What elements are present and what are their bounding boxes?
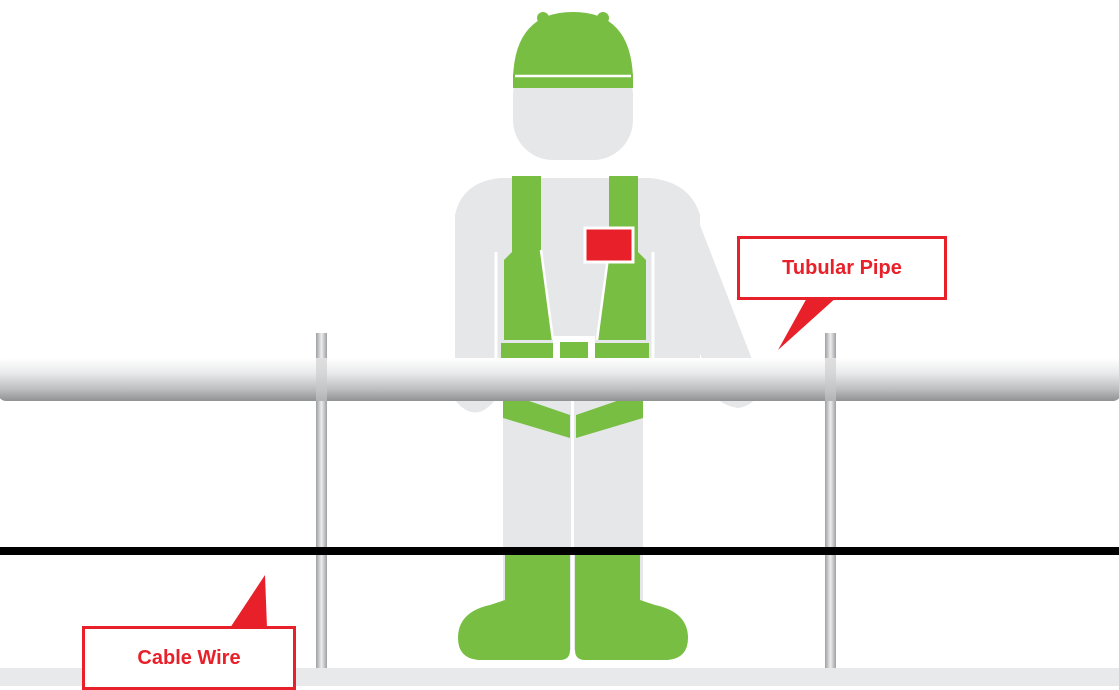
hard-hat-icon (513, 12, 633, 88)
harness-right-leg-loop (576, 392, 643, 438)
tubular-pipe-joint-left (316, 358, 327, 401)
cable-wire-callout-pointer (230, 575, 267, 628)
cable-wire-callout: Cable Wire (82, 626, 296, 690)
hard-hat-dome (513, 12, 633, 78)
cable-wire-rail (0, 547, 1119, 555)
hard-hat-bump-2 (597, 12, 609, 24)
guardrail-post-right (825, 333, 836, 668)
worker-figure-icon (455, 12, 760, 660)
tubular-pipe-joint-right (825, 358, 836, 401)
left-boot (458, 550, 570, 660)
worker-right-arm (650, 180, 760, 408)
hard-hat-brim (513, 74, 633, 88)
cable-wire-label: Cable Wire (137, 646, 241, 669)
tubular-pipe-callout-pointer (778, 296, 838, 350)
harness-right-v-line (595, 249, 611, 341)
tubular-pipe-rail (0, 358, 1119, 401)
hard-hat-bump-1 (537, 12, 549, 24)
tubular-pipe-callout: Tubular Pipe (737, 236, 947, 300)
right-boot (575, 550, 688, 660)
guardrail-post-left (316, 333, 327, 668)
harness-left-leg-loop (503, 392, 570, 438)
id-badge-icon (583, 226, 635, 264)
harness-left-v-line (539, 249, 555, 341)
tubular-pipe-label: Tubular Pipe (782, 256, 902, 279)
harness-left-strap (504, 176, 552, 340)
